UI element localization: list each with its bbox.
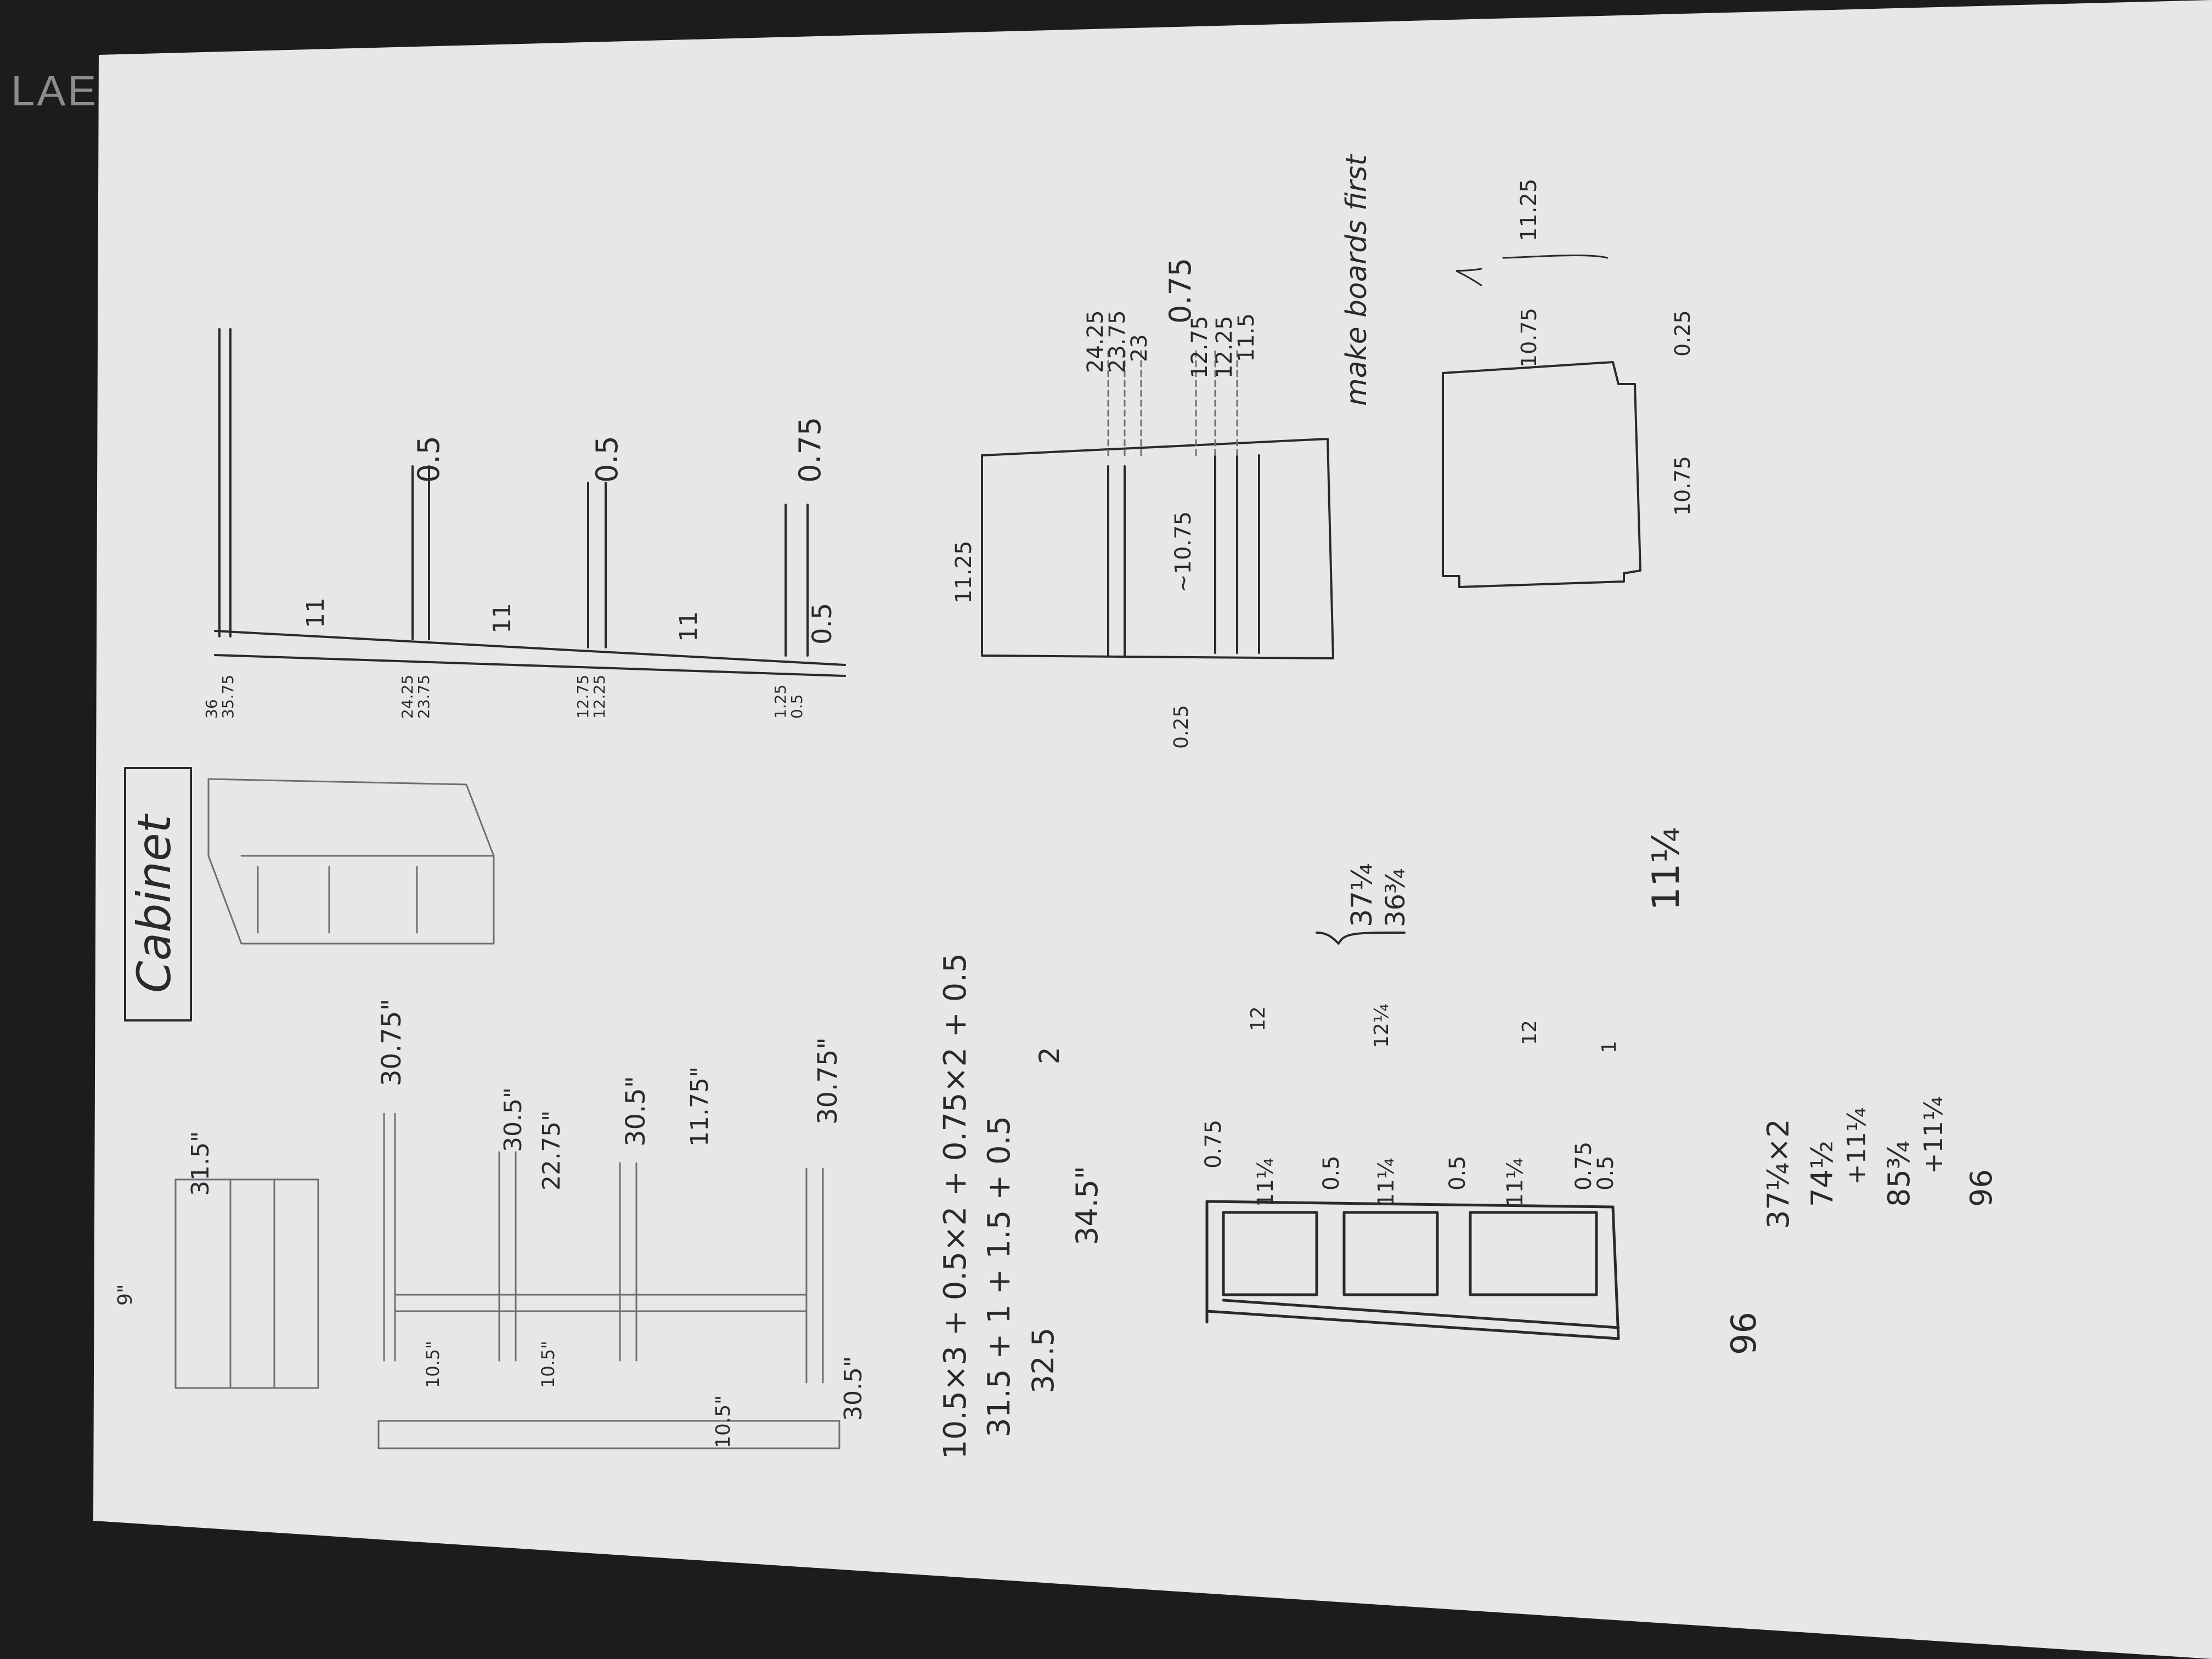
sum-0: 37¼×2	[1761, 1119, 1796, 1229]
mid-side-0: 12	[1247, 1006, 1269, 1031]
equation-0: 10.5×3 + 0.5×2 + 0.75×2 + 0.5	[938, 953, 973, 1459]
mid-side-3: 1	[1598, 1041, 1621, 1053]
mid-bay-1: 11¼	[1374, 1158, 1399, 1207]
top-shelf-diagram: 0.75 0.5 0.5 0.75 0.5 11 11 11 36 35.75 …	[202, 258, 1198, 719]
side-mark-3: 12.75	[1187, 315, 1212, 379]
sum-2: +11¼	[1842, 1107, 1871, 1185]
edge-label-5: 12.25	[590, 675, 608, 719]
brace-value-0: 37¼	[1346, 863, 1379, 927]
square-inner: 10.75	[1517, 308, 1541, 368]
equation-4: 34.5"	[1070, 1166, 1104, 1245]
mid-thickness-2: 0.5	[1445, 1155, 1470, 1190]
top-label-3: 0.75	[793, 417, 827, 483]
side-notch: 0.25	[1170, 705, 1193, 749]
square-top: 11.25	[1516, 178, 1542, 241]
dim-7: 10.5"	[422, 1341, 443, 1388]
top-label-0: 0.75	[1163, 258, 1198, 324]
sum-4: +11¼	[1918, 1096, 1948, 1174]
sum-5: 96	[1964, 1169, 1999, 1207]
edge-label-2: 24.25	[398, 675, 416, 719]
side-mark-0: 24.25	[1083, 310, 1108, 373]
square-notch: 0.25	[1671, 310, 1695, 357]
make-boards-note: make boards first	[1340, 154, 1373, 406]
brace-value-1: 36¾	[1380, 868, 1411, 927]
edge-label-6: 1.25	[771, 685, 789, 719]
gap-label-2: 11	[675, 611, 703, 642]
square-right: 10.75	[1671, 456, 1695, 516]
mid-side-1: 12¼	[1370, 1003, 1393, 1048]
dim-11: 9"	[114, 1284, 137, 1306]
dim-2: 30.5"	[499, 1087, 527, 1152]
paper-background	[93, 0, 2212, 1659]
dim-10: 30.5"	[839, 1356, 867, 1421]
dim-9: 10.5"	[712, 1395, 735, 1448]
dim-0: 31.5"	[187, 1131, 215, 1196]
dim-8: 10.5"	[538, 1341, 558, 1388]
middle-bay-sketch: 0.75 0.5 0.5 0.75 0.5 11¼ 11¼ 11¼ 12 12¼…	[1201, 827, 1688, 1340]
big-value: 11¼	[1645, 827, 1688, 911]
side-mark-4: 12.25	[1212, 315, 1237, 379]
mid-thickness-1: 0.5	[1319, 1155, 1344, 1190]
equation-2: 32.5	[1026, 1328, 1060, 1393]
page-title: Cabinet	[127, 813, 181, 993]
dim-1: 30.75"	[376, 999, 407, 1087]
square-detail: 11.25 10.75 10.75 0.25	[1442, 178, 1695, 588]
dim-5: 11.75"	[686, 1066, 714, 1147]
gap-label-1: 11	[488, 603, 516, 634]
side-mark-5: 11.5	[1234, 313, 1259, 362]
sum-3: 85¾	[1882, 1141, 1916, 1207]
title-box: Cabinet	[124, 767, 192, 1022]
equation-1: 31.5 + 1 + 1.5 + 0.5	[981, 1116, 1017, 1437]
margin-note: 96	[1724, 1312, 1764, 1355]
sums-column: 37¼×2 74½ +11¼ 85¾ +11¼ 96	[1761, 1096, 1999, 1229]
edge-label-1: 35.75	[219, 675, 237, 719]
side-depth: 11.25	[951, 540, 977, 603]
edge-label-4: 12.75	[574, 675, 592, 719]
mid-thickness-3: 0.75	[1571, 1142, 1596, 1190]
mid-bay-0: 11¼	[1253, 1158, 1278, 1207]
edge-label-7: 0.5	[788, 694, 806, 719]
side-mark-1: 23.75	[1105, 310, 1130, 373]
mid-side-2: 12	[1519, 1020, 1541, 1045]
dim-4: 22.75"	[538, 1110, 566, 1190]
sum-1: 74½	[1805, 1141, 1839, 1207]
cabinet-perspective	[207, 778, 495, 945]
mid-bay-2: 11¼	[1503, 1158, 1528, 1207]
side-section-diagram: 11.25 24.25 23.75 23 12.75 12.25 11.5 ~1…	[951, 310, 1334, 749]
gap-label-0: 11	[302, 597, 330, 628]
dim-6: 30.75"	[812, 1037, 843, 1125]
mat-brand-text: LAE	[11, 66, 99, 115]
edge-label-3: 23.75	[415, 675, 433, 719]
top-label-2: 0.5	[590, 436, 624, 483]
equation-3: 2	[1034, 1047, 1065, 1064]
side-inner: ~10.75	[1171, 511, 1196, 592]
mid-thickness-4: 0.5	[1593, 1155, 1618, 1190]
edge-label-0: 36	[202, 699, 221, 719]
side-mark-2: 23	[1127, 334, 1152, 362]
top-label-1: 0.5	[411, 436, 446, 483]
left-elevation-sketch: 31.5" 30.75" 30.5" 30.5" 22.75" 11.75" 3…	[114, 953, 1104, 1459]
dim-3: 30.5"	[620, 1076, 651, 1147]
mid-thickness-0: 0.75	[1201, 1120, 1226, 1169]
top-label-4: 0.5	[807, 603, 838, 645]
